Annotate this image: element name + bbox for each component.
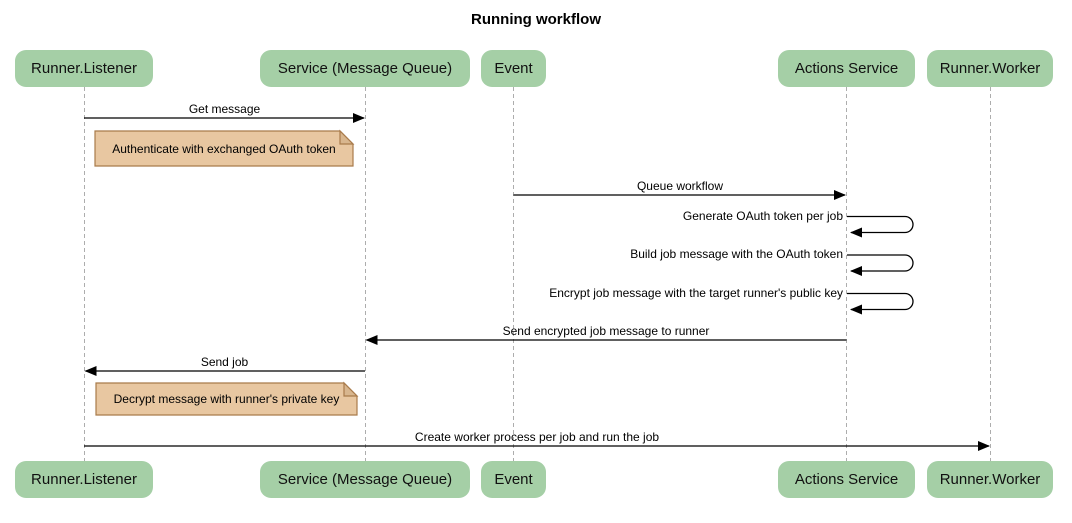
participant-label: Runner.Worker bbox=[939, 60, 1041, 77]
selfloop-encrypt-job bbox=[847, 292, 914, 315]
selfloop-generate-token bbox=[847, 215, 914, 238]
note-decrypt: Decrypt message with runner's private ke… bbox=[113, 392, 340, 406]
message-label-get-message: Get message bbox=[188, 102, 261, 116]
message-label-build-job: Build job message with the OAuth token bbox=[630, 247, 843, 261]
message-label-generate-token: Generate OAuth token per job bbox=[682, 209, 843, 223]
participant-top-event: Event bbox=[481, 50, 546, 87]
participant-top-runner-listener: Runner.Listener bbox=[15, 50, 153, 87]
participant-bottom-runner-listener: Runner.Listener bbox=[15, 461, 153, 498]
participant-top-actions-service: Actions Service bbox=[778, 50, 915, 87]
participant-label: Runner.Listener bbox=[31, 60, 137, 77]
note-authenticate-shape bbox=[94, 129, 355, 167]
participant-bottom-event: Event bbox=[481, 461, 546, 498]
diagram-title: Running workflow bbox=[471, 11, 601, 28]
participant-label: Event bbox=[494, 60, 533, 77]
message-label-send-job: Send job bbox=[200, 355, 249, 369]
message-label-queue-workflow: Queue workflow bbox=[636, 179, 724, 193]
participant-label: Service (Message Queue) bbox=[277, 60, 453, 77]
participant-label: Actions Service bbox=[794, 60, 899, 77]
participant-label: Event bbox=[494, 471, 533, 488]
message-label-create-worker: Create worker process per job and run th… bbox=[414, 430, 660, 444]
participant-label: Runner.Listener bbox=[31, 471, 137, 488]
participant-bottom-runner-worker: Runner.Worker bbox=[927, 461, 1053, 498]
participant-top-service: Service (Message Queue) bbox=[260, 50, 470, 87]
selfloop-build-job bbox=[847, 254, 914, 276]
participant-bottom-service: Service (Message Queue) bbox=[260, 461, 470, 498]
participant-top-runner-worker: Runner.Worker bbox=[927, 50, 1053, 87]
participant-label: Runner.Worker bbox=[939, 471, 1041, 488]
participant-bottom-actions-service: Actions Service bbox=[778, 461, 915, 498]
participant-label: Actions Service bbox=[794, 471, 899, 488]
note-authenticate: Authenticate with exchanged OAuth token bbox=[112, 141, 336, 156]
message-label-encrypt-job: Encrypt job message with the target runn… bbox=[549, 286, 843, 300]
participant-label: Service (Message Queue) bbox=[277, 471, 453, 488]
message-label-send-encrypted: Send encrypted job message to runner bbox=[502, 324, 710, 338]
note-decrypt-shape bbox=[95, 381, 359, 416]
